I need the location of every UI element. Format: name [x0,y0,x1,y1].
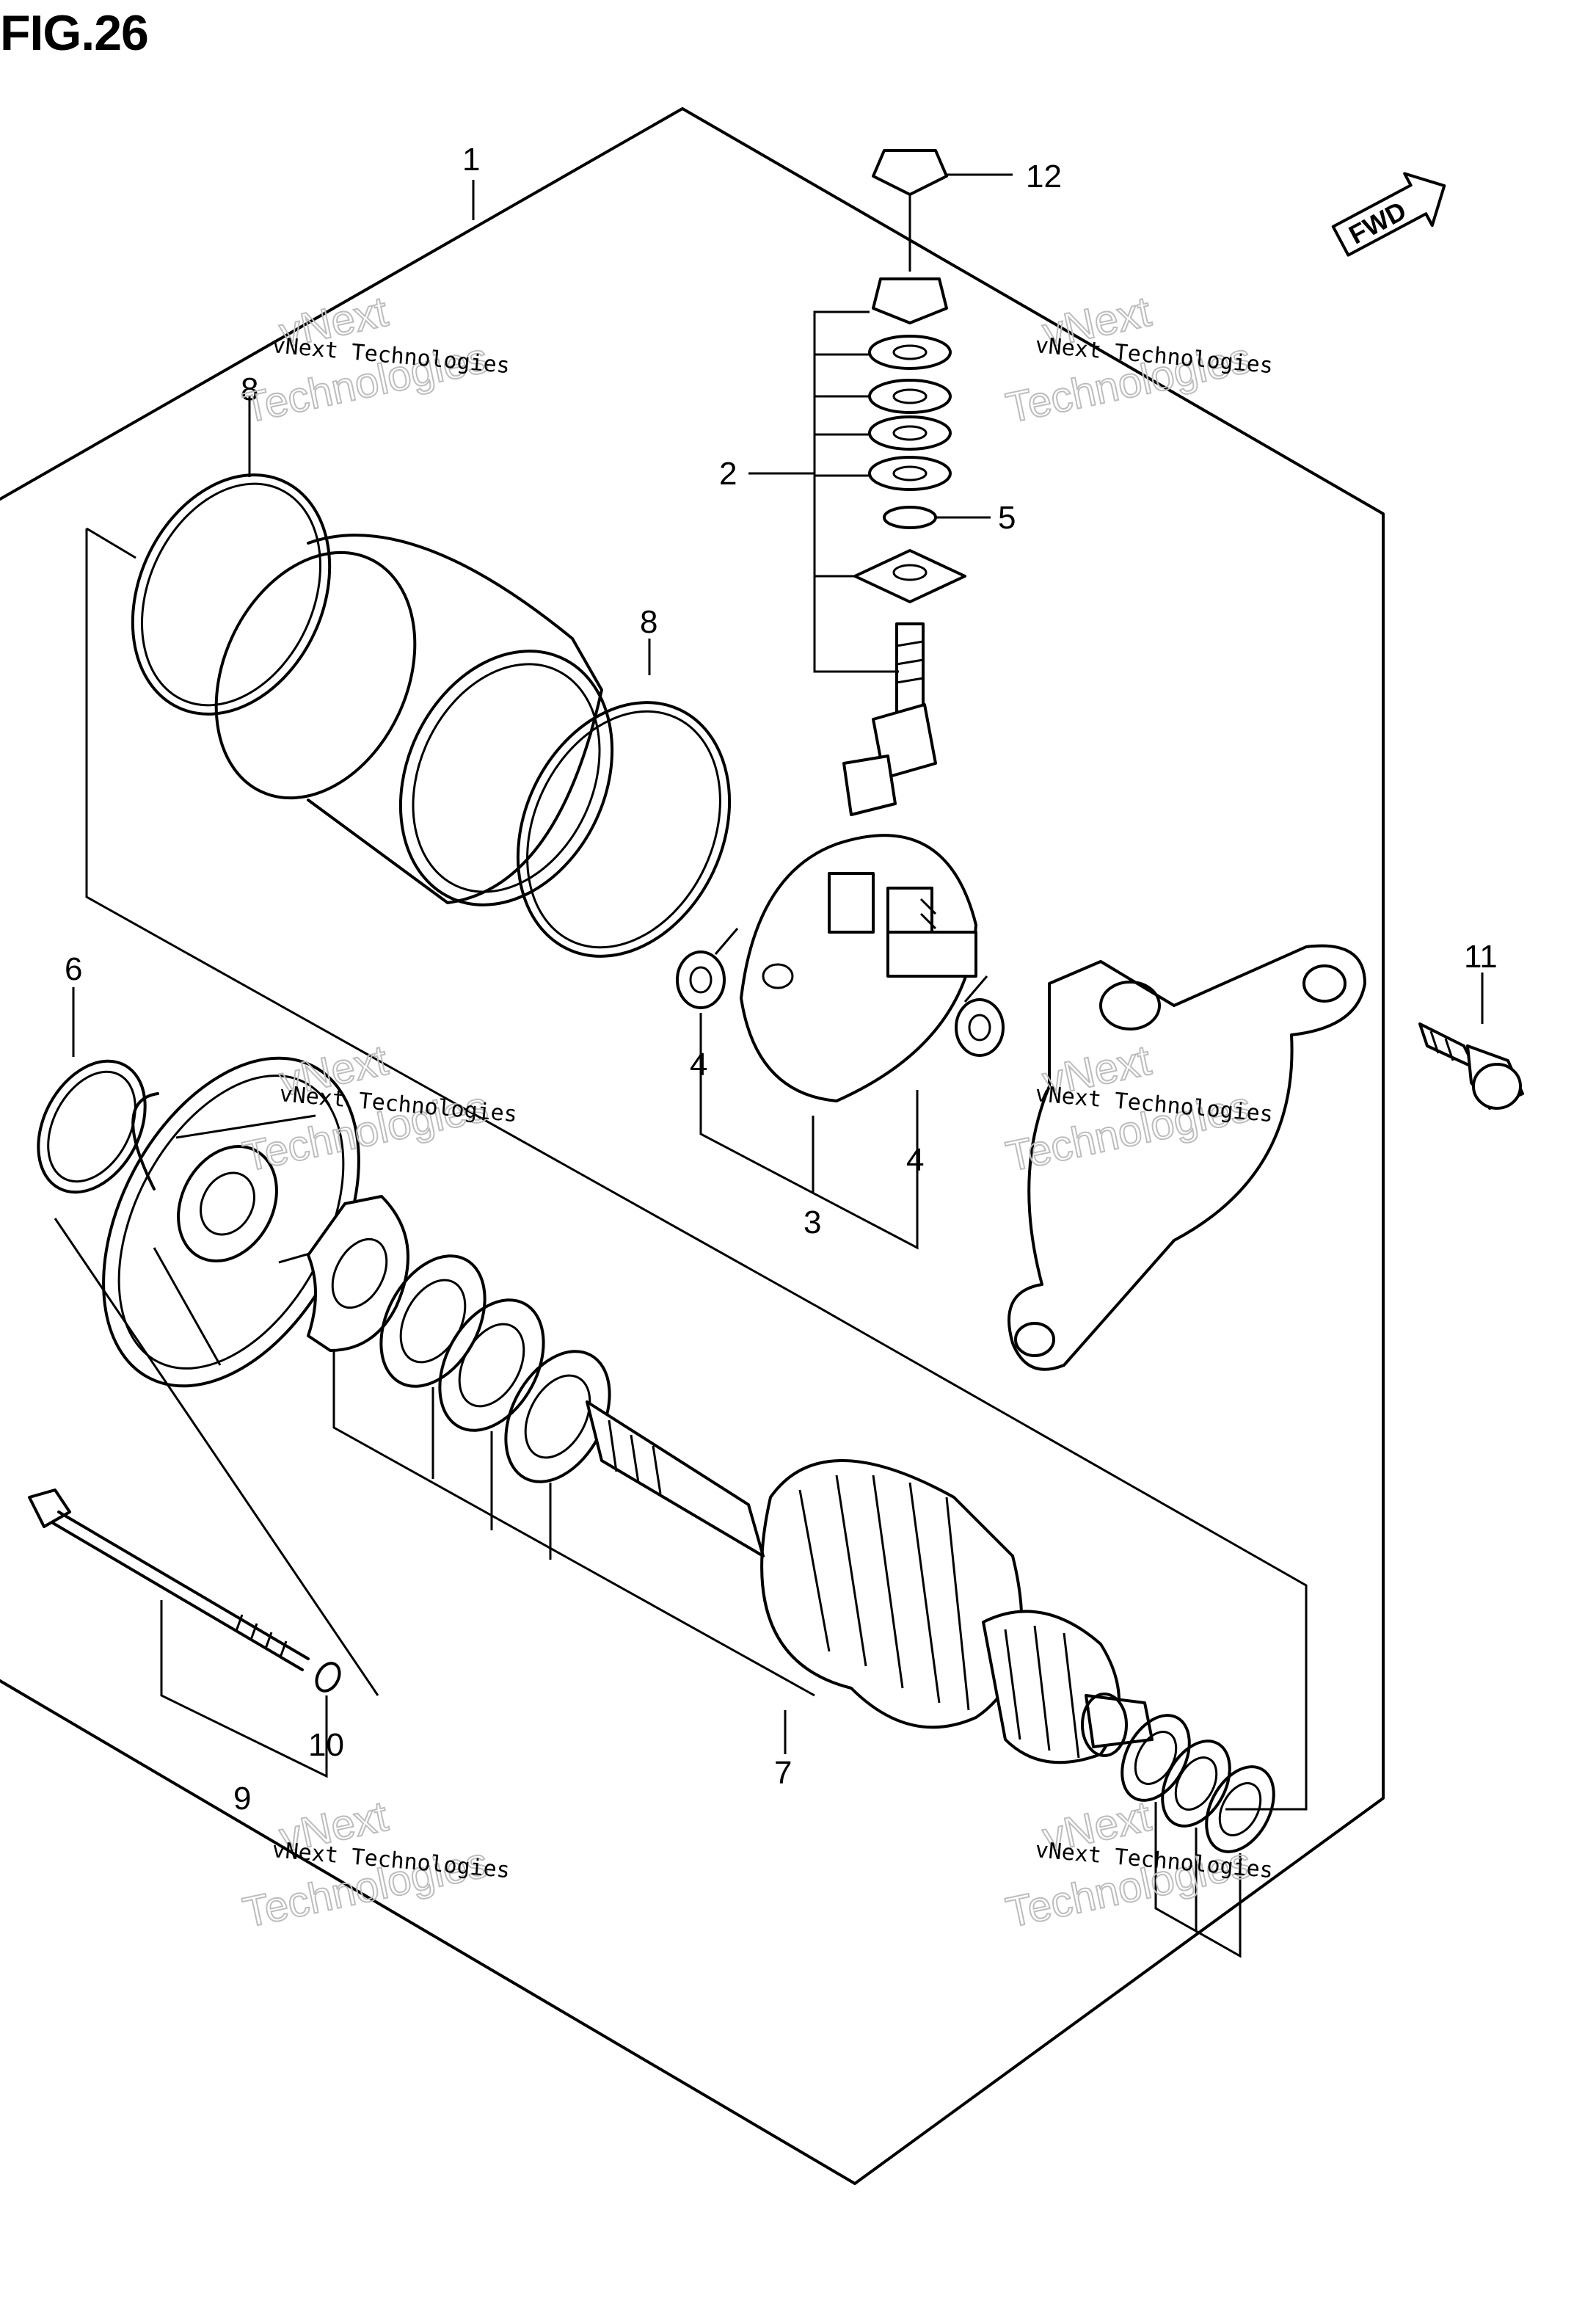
callout-3: 3 [804,1204,821,1240]
part-11-bolt [1418,1022,1524,1110]
yoke-housing [214,534,614,906]
part-3-4-bracket [699,1013,919,1250]
callout-10: 10 [308,1727,344,1763]
callout-9: 9 [233,1781,251,1817]
callout-8-right: 8 [640,604,657,640]
part-8-ring-right [516,701,732,958]
callout-11: 11 [1464,939,1498,975]
terminal-stack [842,149,966,816]
callout-2: 2 [719,456,737,492]
callout-7: 7 [774,1755,792,1791]
callout-8-left: 8 [241,371,258,407]
part-10-washer [315,1662,341,1693]
part-9-10-bracket [54,1218,379,1778]
part-8-ring-left [131,473,332,716]
callout-4-right: 4 [906,1142,924,1178]
armature-end-washers [1121,1714,1275,1958]
part-9-long-bolt [28,1488,310,1671]
rear-bracket [1007,944,1366,1371]
washer-bracket [332,1351,815,1697]
callout-12: 12 [1026,159,1062,195]
front-bracket [102,1056,360,1388]
figure-title: FIG.26 [0,5,149,61]
fwd-arrow-icon: FWD [1331,172,1446,257]
callout-4-left: 4 [690,1047,707,1083]
part-2-bracket [813,310,899,673]
callout-leaders [72,173,1484,1754]
part-6-o-ring [37,1059,147,1194]
brush-holder-plate [740,834,977,1102]
part-4-bushing-left [676,928,739,1009]
callout-1: 1 [462,142,480,178]
armature [586,1400,1154,1764]
callout-6: 6 [65,951,82,987]
callout-numbers: 1 2 3 4 4 5 6 7 8 8 9 10 11 12 [65,142,1498,1817]
callout-5: 5 [998,500,1016,536]
shim-washers [307,1195,611,1483]
part-4-bushing-right [955,975,1005,1057]
assembly-outline [0,107,1385,2185]
